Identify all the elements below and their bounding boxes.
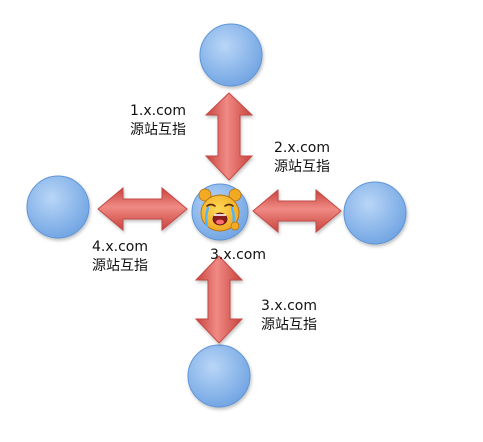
node-top bbox=[199, 23, 263, 87]
label-left: 4.x.com 源站互指 bbox=[80, 238, 160, 276]
crying-bear-icon bbox=[198, 188, 242, 232]
center-node bbox=[191, 183, 249, 241]
node-right bbox=[343, 181, 407, 245]
node-left bbox=[26, 175, 90, 239]
arrow-left bbox=[97, 186, 188, 232]
arrow-right bbox=[252, 188, 342, 234]
label-left-text: 源站互指 bbox=[92, 258, 148, 274]
label-top-text: 源站互指 bbox=[130, 122, 186, 138]
node-bottom bbox=[187, 344, 251, 408]
center-node-label-text: 3.x.com bbox=[210, 247, 266, 263]
label-left-domain: 4.x.com bbox=[92, 239, 148, 255]
label-bottom: 3.x.com 源站互指 bbox=[249, 297, 329, 335]
label-right: 2.x.com 源站互指 bbox=[262, 139, 342, 177]
label-right-domain: 2.x.com bbox=[274, 140, 330, 156]
label-top-domain: 1.x.com bbox=[130, 103, 186, 119]
label-top: 1.x.com 源站互指 bbox=[118, 102, 198, 140]
label-right-text: 源站互指 bbox=[274, 159, 330, 175]
arrow-bottom bbox=[194, 255, 244, 344]
center-node-label: 3.x.com bbox=[200, 246, 276, 265]
label-bottom-domain: 3.x.com bbox=[261, 298, 317, 314]
label-bottom-text: 源站互指 bbox=[261, 317, 317, 333]
arrow-top bbox=[204, 92, 254, 181]
